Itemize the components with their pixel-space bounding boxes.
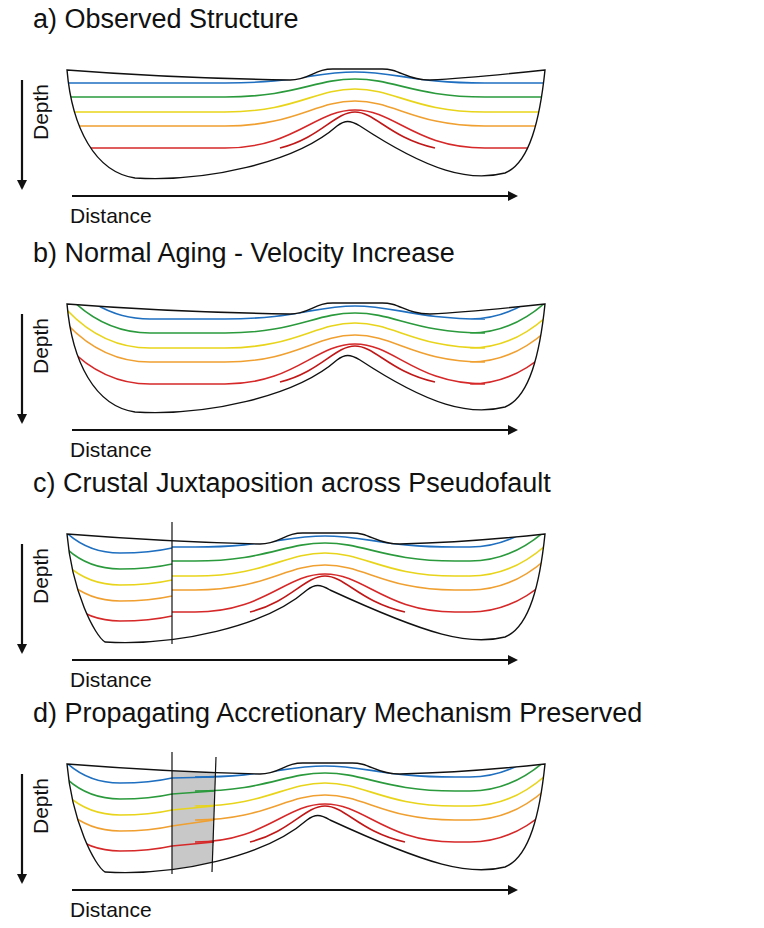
- axis-label: Distance: [70, 899, 152, 920]
- distance-arrow: [72, 429, 516, 431]
- velocity-contours: [55, 267, 560, 384]
- velocity-contours: [55, 732, 560, 887]
- panel-title: a) Observed Structure: [33, 6, 299, 33]
- distance-arrow: [72, 659, 516, 661]
- block-edge: [212, 757, 216, 872]
- velocity-contours: [40, 72, 570, 148]
- axis-label: Depth: [30, 84, 51, 140]
- accreted-block: [172, 757, 216, 887]
- section-outline: [67, 763, 545, 873]
- panel-b: [22, 267, 560, 430]
- depth-arrow: [21, 544, 23, 652]
- depth-arrow: [21, 314, 23, 422]
- velocity-contours: [55, 502, 560, 621]
- panel-title: d) Propagating Accretionary Mechanism Pr…: [33, 700, 642, 727]
- pseudofault: [171, 522, 172, 644]
- section-outline: [67, 303, 545, 413]
- panel-title: c) Crustal Juxtaposition across Pseudofa…: [33, 470, 551, 497]
- panel-d: [22, 732, 560, 890]
- distance-arrow: [72, 889, 516, 891]
- section-outline: [67, 69, 545, 179]
- depth-arrow: [21, 80, 23, 188]
- panel-title: b) Normal Aging - Velocity Increase: [33, 240, 455, 267]
- axis-label: Distance: [70, 669, 152, 690]
- panel-c: [22, 502, 560, 660]
- axis-label: Depth: [30, 778, 51, 834]
- depth-arrow: [21, 774, 23, 882]
- distance-arrow: [72, 195, 516, 197]
- panel-a: [22, 69, 570, 196]
- axis-label: Depth: [30, 318, 51, 374]
- axis-label: Depth: [30, 548, 51, 604]
- axis-label: Distance: [70, 205, 152, 226]
- section-outline: [67, 533, 545, 643]
- pseudofault: [171, 752, 172, 874]
- axis-label: Distance: [70, 439, 152, 460]
